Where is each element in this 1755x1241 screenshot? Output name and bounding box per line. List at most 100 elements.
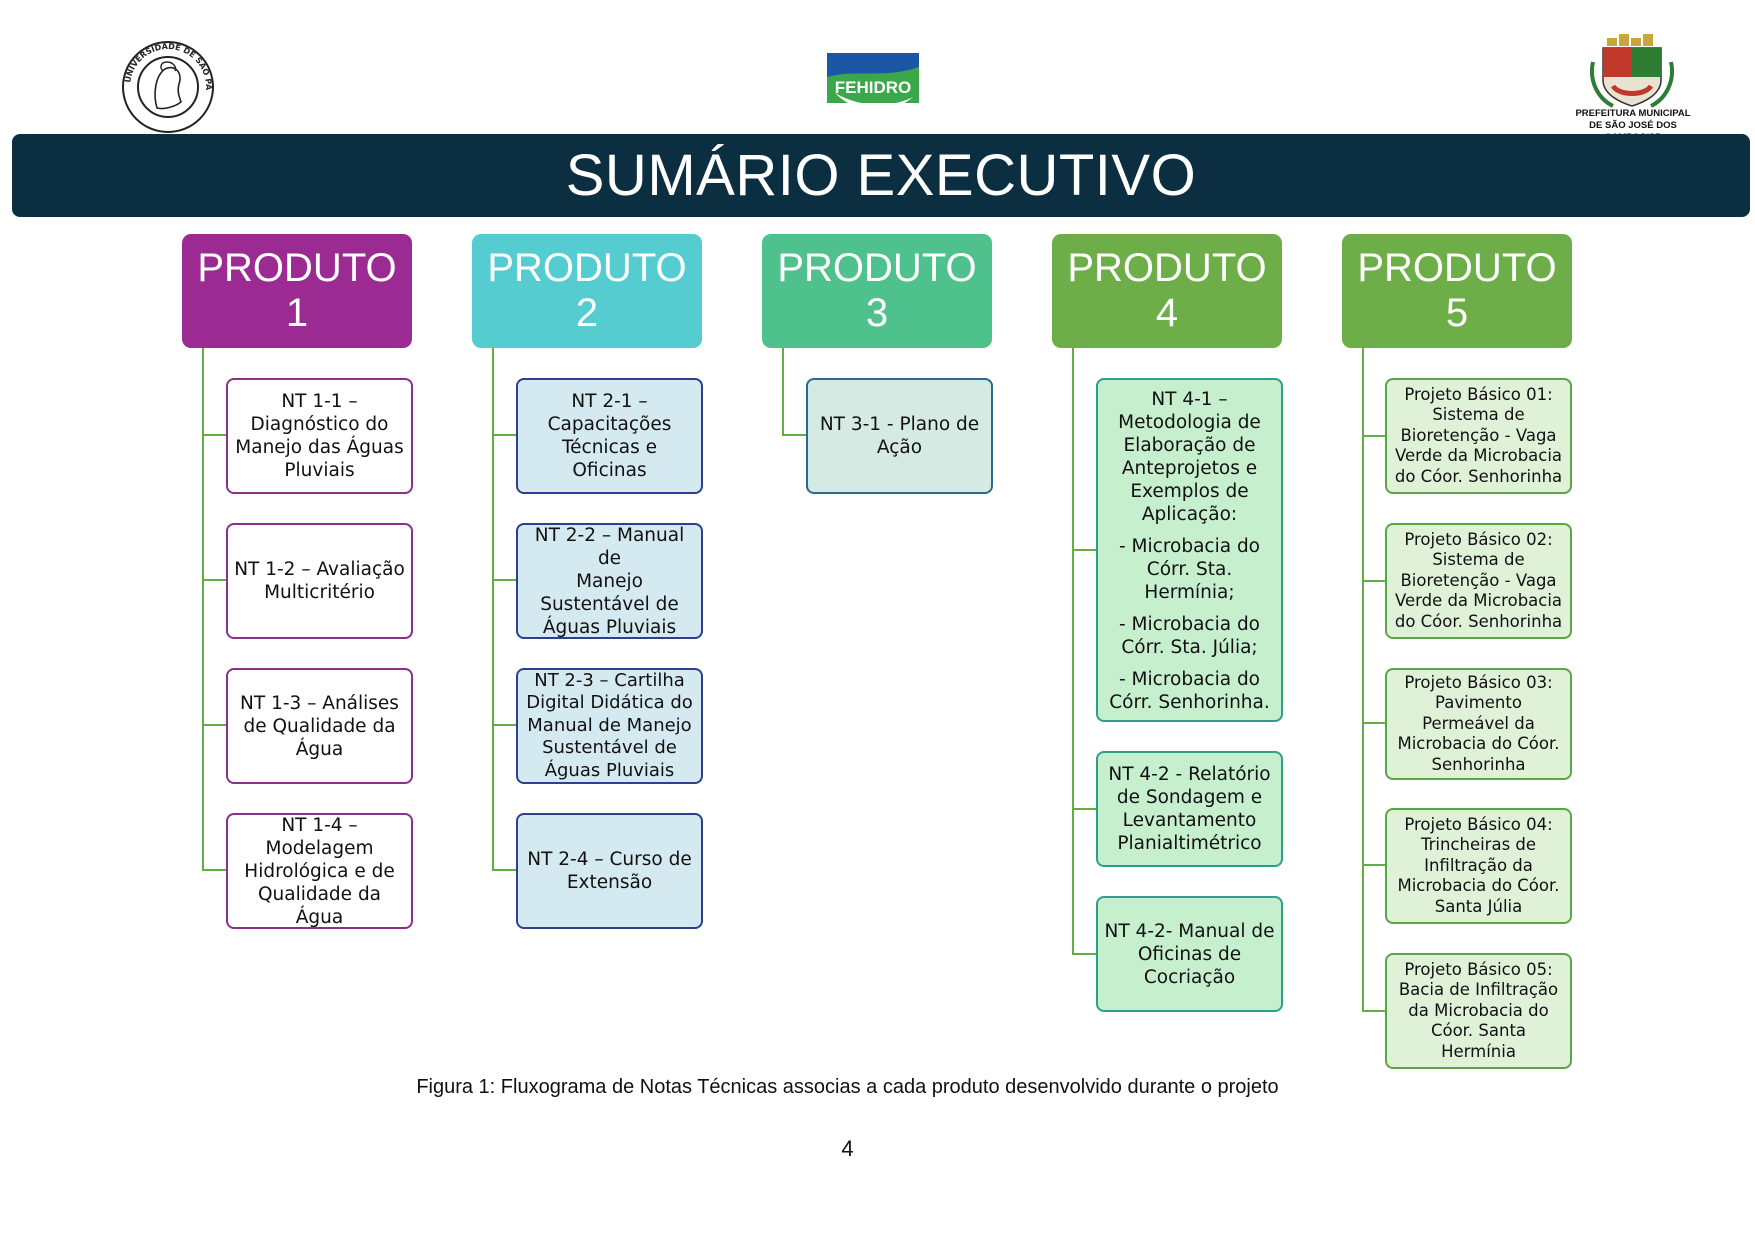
note-line: Santa Júlia [1434,896,1523,916]
page-title: SUMÁRIO EXECUTIVO [565,143,1197,208]
note-line: Sistema de [1432,405,1525,425]
note-line: Metodologia de [1118,412,1261,433]
note-line: Projeto Básico 03: [1404,672,1553,692]
note-line: do Cóor. Senhorinha [1394,611,1563,631]
note-line: Verde da Microbacia [1394,446,1563,466]
note-nt-4-2-relatorio: NT 4-2 - Relatório de Sondagem e Levanta… [1096,751,1283,867]
note-line: Córr. Sta. [1146,559,1233,580]
note-line: Hidrológica e de [244,860,395,882]
connector-line [1362,1010,1386,1012]
connector-line [492,869,517,871]
note-line: Microbacia do Cóor. [1397,734,1560,754]
note-line: Aplicação: [1141,504,1238,525]
note-line: NT 4-2 - Relatório [1108,764,1271,785]
product-3-number: 3 [865,291,889,335]
note-line: NT 2-4 – Curso de [527,849,692,870]
note-line: Bioretenção - Vaga [1400,570,1557,590]
note-nt-2-1: NT 2-1 – Capacitações Técnicas e Oficina… [516,378,703,494]
note-line: Qualidade da Água [257,883,382,928]
note-line: Manejo [576,570,643,592]
connector-line [492,434,517,436]
product-1-label: PRODUTO [197,246,397,290]
note-line: NT 2-3 – Cartilha [534,669,685,691]
note-line: Verde da Microbacia [1394,591,1563,611]
note-line: Manual de Manejo [527,714,692,736]
product-4-number: 4 [1155,291,1179,335]
note-line: Microbacia do Cóor. [1397,876,1560,896]
usp-logo: UNIVERSIDADE DE SÃO PAULO [110,33,223,134]
page-number: 4 [841,1136,854,1161]
note-line: Digital Didática do [526,692,693,714]
note-line: Pavimento [1435,693,1522,713]
connector-line [202,348,204,870]
connector-line [1362,435,1386,437]
note-line: Águas Pluviais [542,616,677,638]
connector-line [202,724,227,726]
connector-line [492,579,517,581]
note-line: de Sondagem e [1116,787,1263,808]
note-nt-3-1: NT 3-1 - Plano de Ação [806,378,993,494]
product-1-number: 1 [285,291,309,335]
prefeitura-text-1: PREFEITURA MUNICIPAL [1575,108,1691,119]
note-line: de Qualidade da [243,715,396,737]
note-line: NT 2-2 – Manual de [534,524,685,569]
note-line: Técnicas e [562,437,657,458]
note-line: Planialtimétrico [1117,833,1262,854]
figure-caption: Figura 1: Fluxograma de Notas Técnicas a… [416,1076,1279,1098]
product-5-label: PRODUTO [1357,246,1557,290]
note-line: Projeto Básico 04: [1404,814,1553,834]
product-4-label: PRODUTO [1067,246,1267,290]
note-line: da Microbacia do [1408,1000,1549,1020]
connector-line [1362,722,1386,724]
note-line: Oficinas [572,460,647,481]
note-line: NT 4-2- Manual de [1104,920,1275,942]
product-3-label: PRODUTO [777,246,977,290]
product-2-number: 2 [575,291,599,335]
note-line: NT 1-1 – [281,391,358,412]
note-line: NT 1-2 – Avaliação [234,559,405,580]
note-nt-4-1: NT 4-1 – Metodologia de Elaboração de An… [1096,378,1283,722]
note-line: Manejo das Águas [235,437,404,458]
note-line: Extensão [566,872,653,893]
note-nt-1-1: NT 1-1 – Diagnóstico do Manejo das Águas… [226,378,413,494]
note-line: Pluviais [284,460,355,481]
connector-line [1072,808,1097,810]
title-banner: SUMÁRIO EXECUTIVO [12,134,1750,217]
note-line: Sustentável de [540,593,679,615]
note-line: Bacia de Infiltração [1398,980,1559,1000]
note-line: Modelagem [265,837,374,859]
note-line: Multicritério [264,582,375,603]
note-nt-1-4: NT 1-4 – Modelagem Hidrológica e de Qual… [226,813,413,929]
product-5-header: PRODUTO 5 [1342,234,1572,348]
note-line: Elaboração de [1123,435,1256,456]
note-line: - Microbacia do [1118,669,1261,690]
note-line: Cóor. Santa [1430,1021,1527,1041]
connector-line [202,579,227,581]
note-projeto-basico-05: Projeto Básico 05: Bacia de Infiltração … [1385,953,1572,1069]
connector-line [1072,953,1097,955]
note-line: Capacitações [547,414,672,435]
connector-line [202,434,227,436]
note-line: Córr. Senhorinha. [1109,692,1270,713]
product-1-header: PRODUTO 1 [182,234,412,348]
note-line: NT 1-4 – [281,814,358,836]
note-line: Diagnóstico do [250,414,389,435]
note-line: Projeto Básico 05: [1404,959,1553,979]
note-line: Água [295,738,344,760]
note-line: Bioretenção - Vaga [1400,425,1557,445]
note-line: Sustentável de [542,737,677,759]
fehidro-logo: FEHIDRO [827,53,919,119]
connector-line [492,348,494,870]
note-projeto-basico-02: Projeto Básico 02: Sistema de Bioretençã… [1385,523,1572,639]
note-nt-1-2: NT 1-2 – Avaliação Multicritério [226,523,413,639]
note-line: NT 3-1 - Plano de [819,414,980,435]
note-line: - Microbacia do [1118,536,1261,557]
product-2-header: PRODUTO 2 [472,234,702,348]
note-line: Ação [876,437,923,458]
note-line: Exemplos de [1130,481,1249,502]
note-projeto-basico-04: Projeto Básico 04: Trincheiras de Infilt… [1385,808,1572,924]
prefeitura-logo: PREFEITURA MUNICIPAL DE SÃO JOSÉ DOS CAM… [1573,32,1693,143]
product-5-number: 5 [1445,291,1469,335]
note-projeto-basico-01: Projeto Básico 01: Sistema de Bioretençã… [1385,378,1572,494]
product-4-header: PRODUTO 4 [1052,234,1282,348]
